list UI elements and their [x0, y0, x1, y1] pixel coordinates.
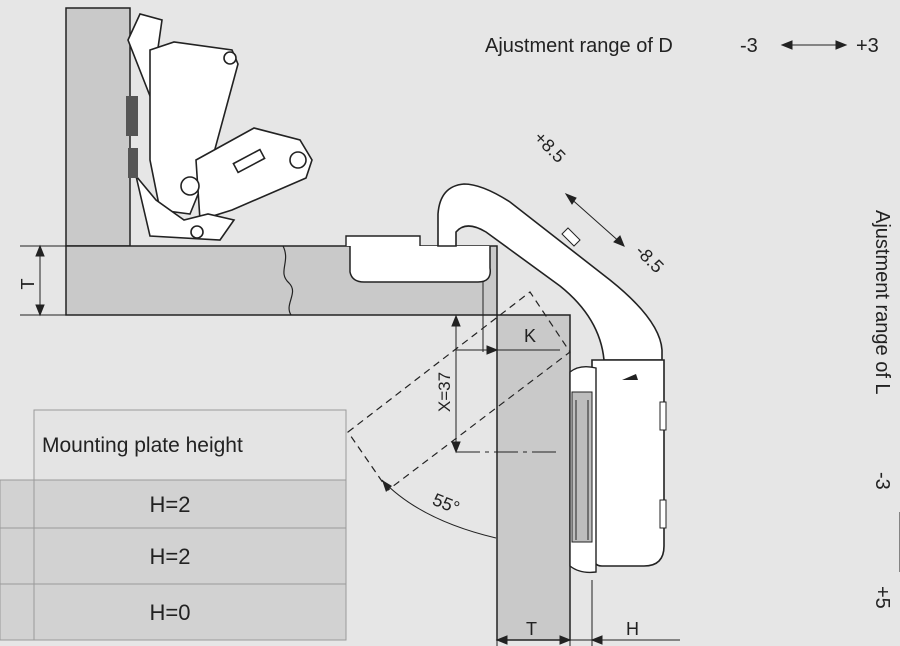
dim-x-label: X=37: [435, 372, 454, 412]
table-header: Mounting plate height: [42, 434, 243, 457]
adjust-d-min: -3: [740, 35, 758, 57]
table-header-cell: [33, 409, 347, 481]
depth-plus-label: +8.5: [530, 127, 569, 166]
depth-arrow: [564, 192, 625, 247]
dim-k-label: K: [524, 326, 536, 346]
angle-label: 55°: [430, 489, 463, 518]
dim-h-label: H: [626, 619, 639, 639]
dim-t-top: [20, 244, 66, 317]
table-cell: H=0: [150, 600, 191, 625]
cabinet-back-panel: [65, 7, 131, 247]
adjust-l-max: +5: [871, 586, 893, 609]
dim-t-top-label: T: [18, 279, 38, 290]
depth-minus-label: -8.5: [632, 241, 668, 277]
cabinet-side-panel: [496, 314, 571, 641]
adjust-d-max: +3: [856, 35, 879, 57]
hinge-arm: [437, 183, 667, 574]
door-open-outline: [347, 291, 571, 491]
adjust-l-group: Ajustment range of L -3 +5: [871, 210, 900, 609]
dim-k: [456, 315, 560, 355]
dim-bottom: [495, 580, 680, 646]
adjust-d-label: Ajustment range of D: [485, 35, 673, 57]
dim-t-side-label: T: [526, 619, 537, 639]
angle-arc: [381, 479, 497, 539]
hinge-cup: [345, 235, 491, 283]
table-cell: H=2: [150, 492, 191, 517]
adjust-l-label: Ajustment range of L: [871, 210, 893, 395]
adjust-d-arrow: [780, 40, 848, 50]
dim-x: [451, 314, 560, 454]
table-row: [0, 583, 347, 641]
folded-hinge: [126, 13, 313, 241]
table-row: [0, 479, 347, 529]
panel-break-line: [282, 245, 294, 316]
adjust-l-min: -3: [871, 472, 893, 490]
table-cell: H=2: [150, 544, 191, 569]
mounting-plate-table: Mounting plate height H=2 H=2 H=0: [0, 409, 347, 641]
